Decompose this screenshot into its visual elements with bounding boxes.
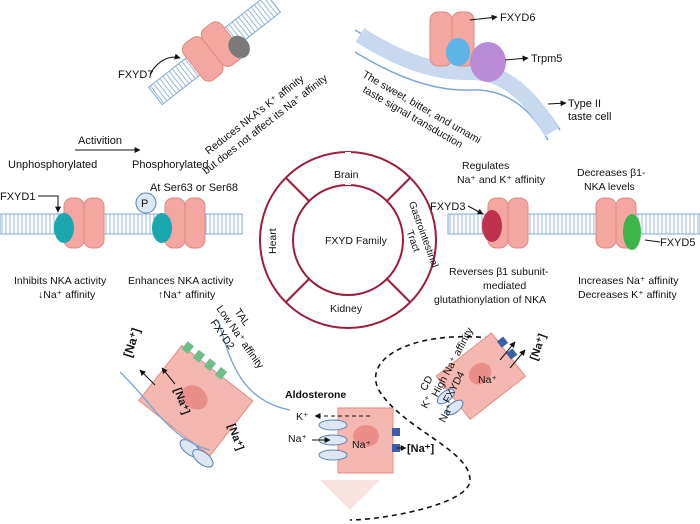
na-lumen-label: Na⁺ <box>288 433 307 445</box>
k-label: K⁺ <box>296 411 309 423</box>
fxyd5-nka <box>595 197 617 249</box>
cd-cell <box>435 332 527 421</box>
cd-na-interstitial: [Na⁺] <box>528 332 549 362</box>
fxyd1-label: FXYD1 <box>0 191 35 203</box>
trpm5-protein <box>470 42 506 82</box>
segment-heart: Heart <box>267 228 279 254</box>
fxyd1-panel: Activition Unphosphorylated Phosphorylat… <box>0 135 243 301</box>
tal-cell <box>138 341 254 468</box>
fxyd5-top-2: NKA levels <box>584 181 635 193</box>
fxyd-family-title: FXYD Family <box>325 235 388 247</box>
na-cell-label: Na⁺ <box>352 439 371 451</box>
fxyd1-effect-left-1: Inhibits NKA activity <box>14 275 107 287</box>
fxyd3-bottom-3: glutathionylation of NKA <box>434 294 546 306</box>
fxyd5-protein <box>623 214 641 250</box>
taste-panel: FXYD6 Trpm5 Type II taste cell The sweet… <box>354 11 611 151</box>
enac-channel-1 <box>318 419 348 431</box>
fxyd5-top-1: Decreases β1- <box>577 167 646 179</box>
cd-na-label: Na⁺ <box>478 374 497 386</box>
fxyd7-panel: FXYD7 Reduces NKA's K⁺ affinity but does… <box>118 0 330 177</box>
phosphate-icon <box>135 192 157 214</box>
type2-label-1: Type II <box>568 98 601 110</box>
fxyd3-bottom-2: mediated <box>483 280 526 292</box>
fxyd3-protein <box>482 210 502 242</box>
aldosterone-label: Aldosterone <box>285 389 346 401</box>
fxyd5-bottom-1: Increases Na⁺ affinity <box>578 275 679 287</box>
tubule-path <box>349 335 491 521</box>
fxyd5-label: FXYD5 <box>660 237 695 249</box>
fxyd1-effect-right-2: ↑Na⁺ affinity <box>158 289 216 301</box>
fxyd1-phos-protein <box>152 213 172 243</box>
segment-kidney: Kidney <box>330 303 363 315</box>
fxyd6-label: FXYD6 <box>500 12 535 24</box>
fxyd1-effect-left-2: ↓Na⁺ affinity <box>38 289 96 301</box>
fxyd3-fxyd5-panel: Regulates Na⁺ and K⁺ affinity FXYD3 Reve… <box>430 160 700 306</box>
phospho-sites-label: At Ser63 or Ser68 <box>150 182 238 194</box>
tal-na-blood: [Na⁺] <box>225 422 246 452</box>
cd-na-blood: [Na⁺] <box>407 443 435 455</box>
activation-label: Activition <box>78 135 122 147</box>
fxyd3-top-1: Regulates <box>462 160 509 172</box>
fxyd3-label: FXYD3 <box>430 201 465 213</box>
cd-k-label: K⁺ <box>419 393 436 410</box>
fxyd7-protein <box>228 35 250 59</box>
fxyd7-label: FXYD7 <box>118 69 153 81</box>
fxyd1-effect-right-1: Enhances NKA activity <box>128 275 234 287</box>
kidney-pointer <box>320 480 380 510</box>
trpm5-label: Trpm5 <box>531 53 562 65</box>
fxyd1-unphos-protein <box>54 213 74 243</box>
taste-caption-1: The sweet, bitter, and umami <box>360 69 483 147</box>
tal-na-lumen: [Na⁺] <box>121 326 143 359</box>
fxyd3-top-2: Na⁺ and K⁺ affinity <box>457 174 546 186</box>
nka-pump-icon <box>392 428 400 436</box>
fxyd7-membrane <box>147 0 282 106</box>
unphosphorylated-label: Unphosphorylated <box>8 159 97 171</box>
fxyd3-bottom-1: Reverses β1 subunit- <box>449 266 549 278</box>
fxyd-family-ring: FXYD Family Brain Kidney Heart Gastroint… <box>259 151 440 329</box>
fxyd5-bottom-2: Decreases K⁺ affinity <box>578 289 677 301</box>
kidney-panel: [Na⁺] [Na⁺] [Na⁺] TAL Low Na⁺ affinity F… <box>119 303 549 521</box>
fxyd1-membrane <box>0 213 243 235</box>
segment-brain: Brain <box>334 169 359 181</box>
fxyd6-protein <box>446 38 470 66</box>
type2-label-2: taste cell <box>568 111 611 123</box>
fxyd7-caption-1: Reduces NKA's K⁺ affinity <box>203 72 307 157</box>
phosphorylated-label: Phosphorylated <box>132 159 208 171</box>
phosphate-label: P <box>141 198 148 210</box>
